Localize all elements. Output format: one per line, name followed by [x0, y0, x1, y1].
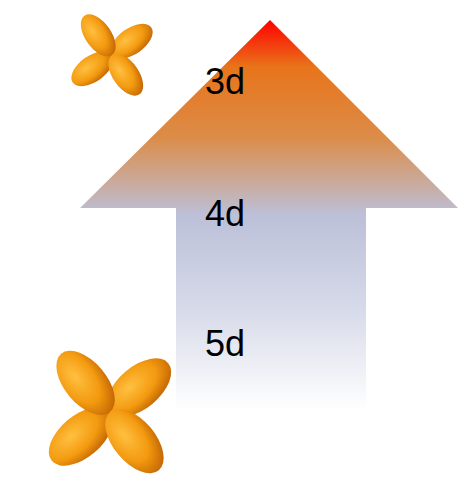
orbital-label: 3d	[205, 62, 245, 102]
small-d-orbital	[45, 0, 179, 122]
upward-arrow: 3d 4d 5d	[80, 18, 458, 410]
orbital-label: 5d	[205, 324, 245, 364]
orbital-label: 4d	[205, 194, 245, 234]
arrow-shape	[80, 18, 458, 410]
